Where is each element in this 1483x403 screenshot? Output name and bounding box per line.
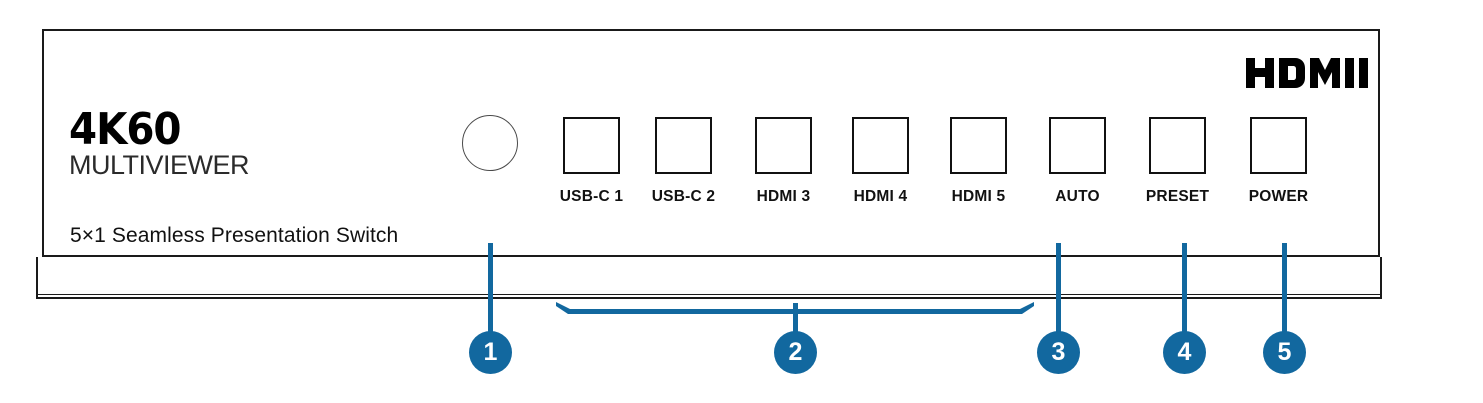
brand-secondary-text: MULTIVIEWER — [69, 150, 250, 181]
button-auto[interactable] — [1049, 117, 1106, 174]
button-power[interactable] — [1250, 117, 1307, 174]
callout-marker-5[interactable]: 5 — [1263, 331, 1306, 374]
model-description: 5×1 Seamless Presentation Switch — [70, 224, 399, 247]
callout-marker-3[interactable]: 3 — [1037, 331, 1080, 374]
device-base-strip — [36, 257, 1382, 299]
callout-leader-line-3 — [1056, 243, 1061, 333]
ir-sensor-window — [462, 115, 518, 171]
button-hdmi-5[interactable] — [950, 117, 1007, 174]
button-usb-c-1[interactable] — [563, 117, 620, 174]
callout-leader-line-2 — [793, 303, 798, 335]
button-hdmi-4[interactable] — [852, 117, 909, 174]
button-label-preset: PRESET — [1145, 188, 1210, 205]
button-label-hdmi-5: HDMI 5 — [951, 188, 1006, 205]
button-label-auto: AUTO — [1055, 188, 1100, 205]
brand-primary-text: 4K60 — [69, 104, 182, 155]
brand-logo: 4K60 MULTIVIEWER — [69, 107, 369, 181]
callout-bracket-2 — [556, 300, 1034, 316]
button-label-usb-c-1: USB-C 1 — [559, 188, 624, 205]
button-label-power: POWER — [1248, 188, 1309, 205]
callout-leader-line-4 — [1182, 243, 1187, 333]
button-preset[interactable] — [1149, 117, 1206, 174]
callout-leader-line-1 — [488, 243, 493, 333]
hdmi-logo-icon — [1246, 58, 1378, 88]
callout-marker-4[interactable]: 4 — [1163, 331, 1206, 374]
callout-marker-1[interactable]: 1 — [469, 331, 512, 374]
button-label-hdmi-4: HDMI 4 — [853, 188, 908, 205]
callout-leader-line-5 — [1282, 243, 1287, 333]
button-hdmi-3[interactable] — [755, 117, 812, 174]
button-label-hdmi-3: HDMI 3 — [756, 188, 811, 205]
button-label-usb-c-2: USB-C 2 — [651, 188, 716, 205]
button-usb-c-2[interactable] — [655, 117, 712, 174]
device-base-inner-line — [38, 294, 1380, 295]
callout-marker-2[interactable]: 2 — [774, 331, 817, 374]
